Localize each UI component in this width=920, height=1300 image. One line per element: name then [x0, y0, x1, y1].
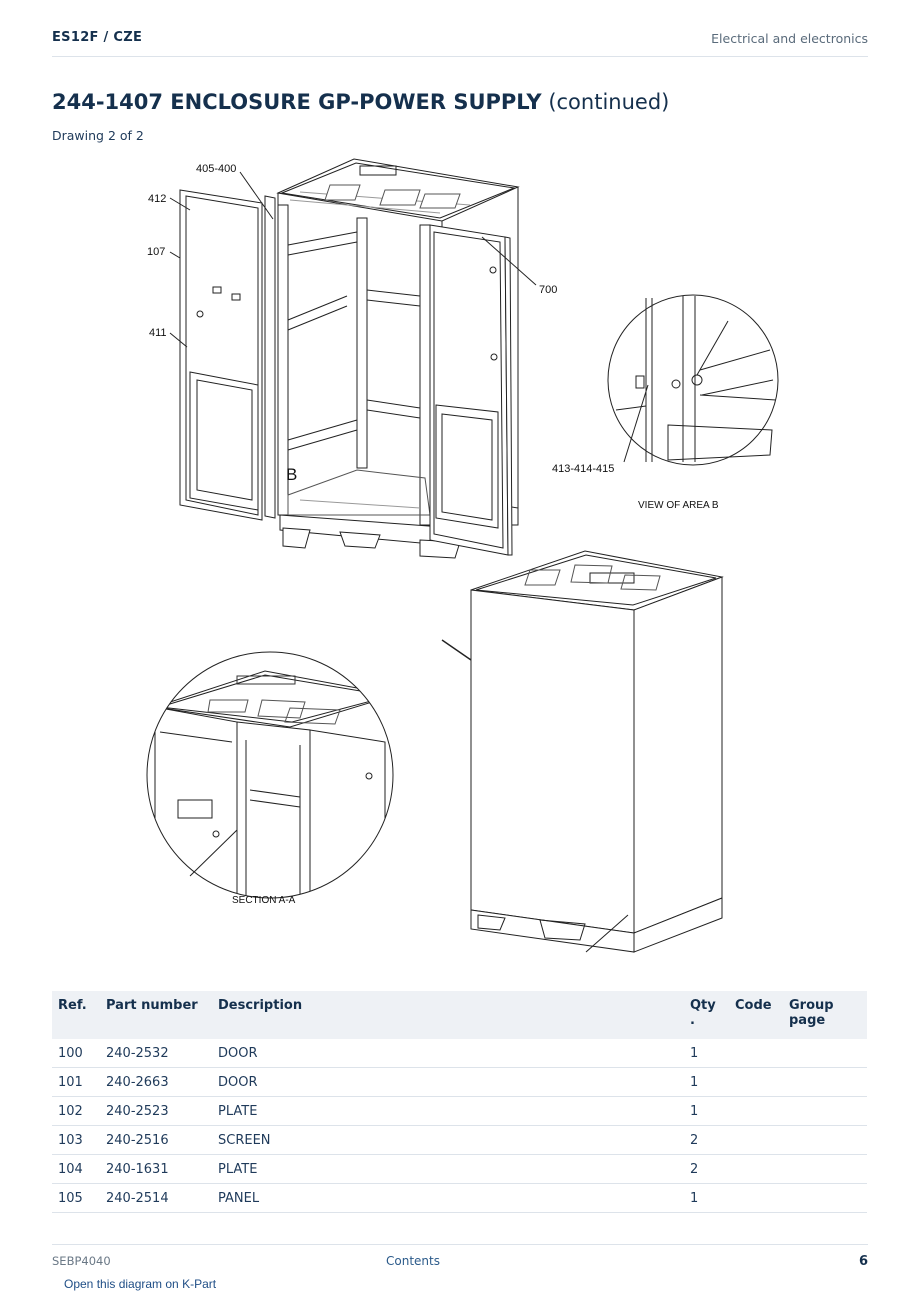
closed-cabinet-drawing	[441, 550, 724, 953]
col-header-ref: Ref.	[52, 991, 100, 1039]
page-number: 6	[858, 1254, 868, 1269]
cell-description: DOOR	[212, 1039, 684, 1068]
document-id: SEBP4040	[52, 1254, 111, 1268]
cell-description: SCREEN	[212, 1125, 684, 1155]
cell-part-number: 240-2523	[100, 1096, 212, 1126]
cell-group-page	[783, 1183, 867, 1213]
cell-description: DOOR	[212, 1067, 684, 1097]
title-code-name: 244-1407 ENCLOSURE GP-POWER SUPPLY	[52, 90, 542, 114]
table-row: 104 240-1631 PLATE 2	[52, 1154, 867, 1184]
cell-code	[729, 1067, 783, 1097]
cell-code	[729, 1039, 783, 1068]
cell-group-page	[783, 1039, 867, 1068]
callouts-open-cabinet: 405-400 412 107 411 700 B	[147, 163, 557, 484]
cell-group-page	[783, 1154, 867, 1184]
callout-413-414-415: 413-414-415	[552, 463, 614, 475]
table-row: 102 240-2523 PLATE 1	[52, 1096, 867, 1126]
cell-description: PLATE	[212, 1096, 684, 1126]
detail-section-a-a: SECTION A-A	[146, 651, 394, 906]
contents-link[interactable]: Contents	[386, 1254, 440, 1268]
caption-section-a-a: SECTION A-A	[232, 895, 296, 906]
parts-table-header: Ref. Part number Description Qty . Code …	[52, 991, 867, 1039]
section-label: Electrical and electronics	[711, 31, 868, 46]
cell-code	[729, 1154, 783, 1184]
page-header: ES12F / CZE Electrical and electronics	[52, 28, 868, 57]
cell-code	[729, 1125, 783, 1155]
detail-view-area-b: 413-414-415 VIEW OF AREA B	[552, 294, 779, 511]
cell-qty: 1	[684, 1183, 729, 1213]
title-suffix: (continued)	[548, 90, 670, 114]
cell-group-page	[783, 1096, 867, 1126]
page-title: 244-1407 ENCLOSURE GP-POWER SUPPLY (cont…	[52, 90, 669, 114]
cell-ref: 105	[52, 1183, 100, 1213]
col-header-qty: Qty .	[684, 991, 729, 1039]
cell-group-page	[783, 1067, 867, 1097]
parts-table: Ref. Part number Description Qty . Code …	[52, 991, 867, 1213]
cell-ref: 104	[52, 1154, 100, 1184]
table-row: 100 240-2532 DOOR 1	[52, 1039, 867, 1068]
col-header-code: Code	[729, 991, 783, 1039]
cell-part-number: 240-1631	[100, 1154, 212, 1184]
cell-code	[729, 1183, 783, 1213]
table-row: 105 240-2514 PANEL 1	[52, 1183, 867, 1213]
drawing-note: Drawing 2 of 2	[52, 128, 144, 143]
open-kpart-link[interactable]: Open this diagram on K-Part	[64, 1277, 217, 1291]
table-row: 101 240-2663 DOOR 1	[52, 1067, 867, 1097]
cell-ref: 103	[52, 1125, 100, 1155]
cell-qty: 1	[684, 1096, 729, 1126]
cell-part-number: 240-2663	[100, 1067, 212, 1097]
col-header-part-number: Part number	[100, 991, 212, 1039]
open-cabinet-drawing	[179, 158, 520, 559]
exploded-parts-diagram: 405-400 412 107 411 700 B 413-414-415 VI…	[146, 158, 779, 953]
cell-qty: 1	[684, 1039, 729, 1068]
cell-description: PANEL	[212, 1183, 684, 1213]
cell-qty: 1	[684, 1067, 729, 1097]
callout-area-b: B	[286, 465, 297, 484]
cell-description: PLATE	[212, 1154, 684, 1184]
cell-qty: 2	[684, 1154, 729, 1184]
table-row: 103 240-2516 SCREEN 2	[52, 1125, 867, 1155]
page-footer: SEBP4040 Contents 6	[52, 1244, 868, 1275]
callout-700: 700	[539, 284, 557, 296]
cell-group-page	[783, 1125, 867, 1155]
cell-ref: 100	[52, 1039, 100, 1068]
callout-405-400: 405-400	[196, 163, 236, 175]
callout-412: 412	[148, 193, 166, 205]
col-header-description: Description	[212, 991, 684, 1039]
callout-411: 411	[149, 327, 167, 339]
cell-code	[729, 1096, 783, 1126]
cell-ref: 101	[52, 1067, 100, 1097]
cell-ref: 102	[52, 1096, 100, 1126]
cell-part-number: 240-2516	[100, 1125, 212, 1155]
caption-view-area-b: VIEW OF AREA B	[638, 500, 719, 511]
callout-107: 107	[147, 246, 165, 258]
col-header-group-page: Group page	[783, 991, 867, 1039]
cell-qty: 2	[684, 1125, 729, 1155]
cell-part-number: 240-2514	[100, 1183, 212, 1213]
model-label: ES12F / CZE	[52, 30, 143, 45]
cell-part-number: 240-2532	[100, 1039, 212, 1068]
